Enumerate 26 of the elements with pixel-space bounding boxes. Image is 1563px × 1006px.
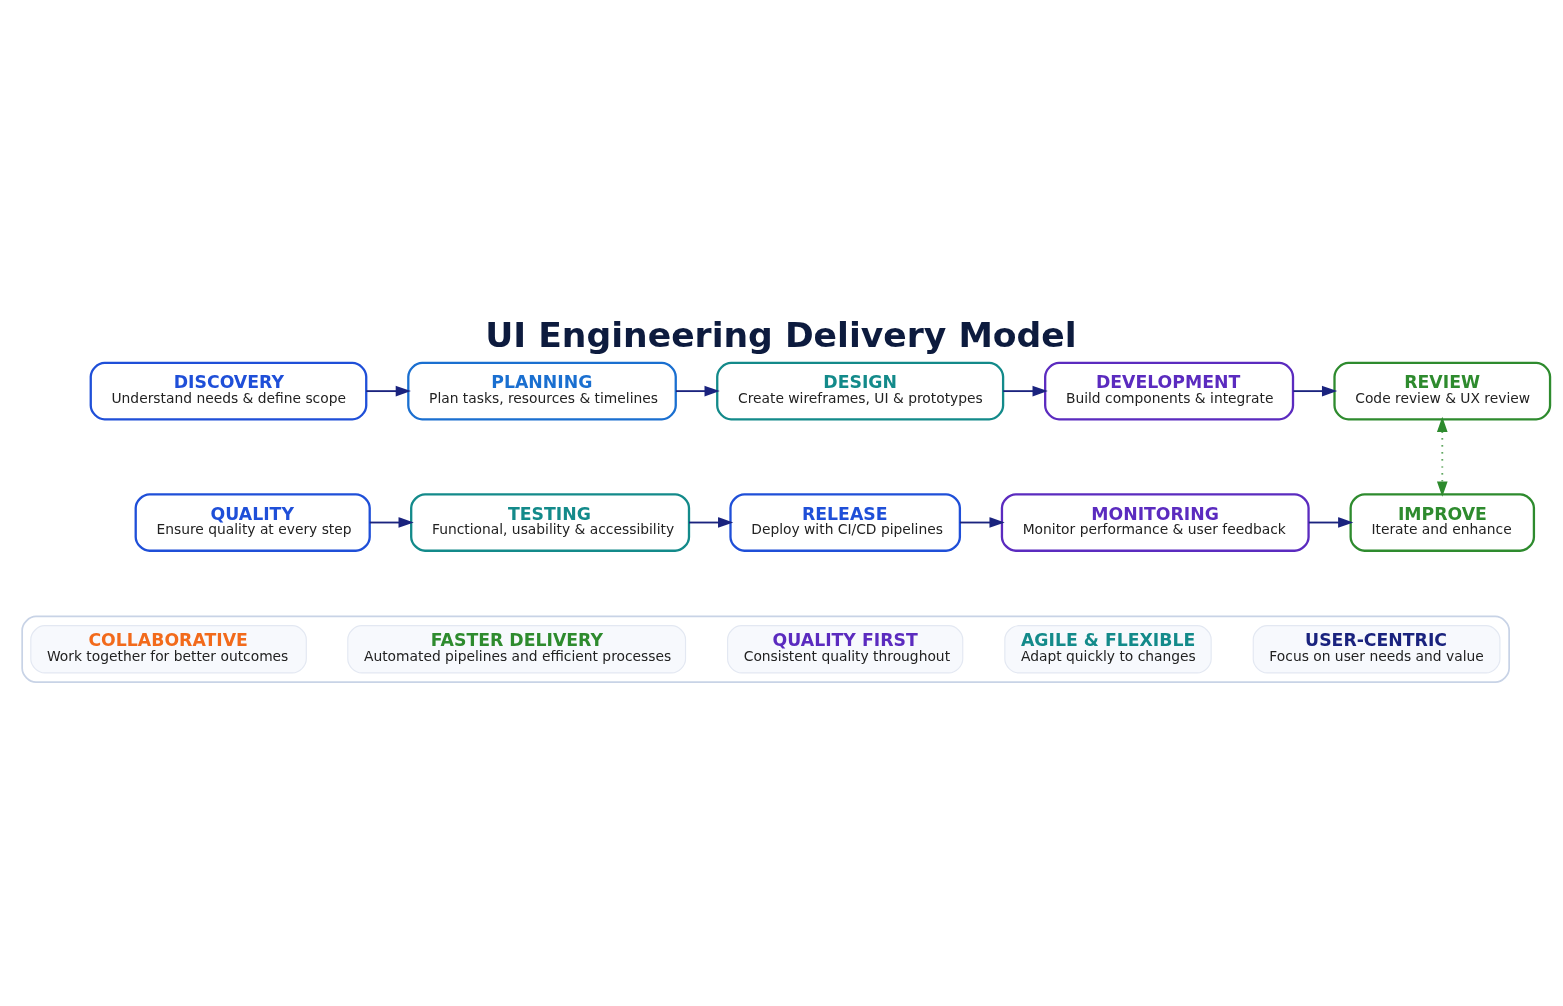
- node-box: FASTER DELIVERY Automated pipelines and efficient processes: [347, 624, 687, 674]
- arrow: [1002, 385, 1048, 396]
- node-box: AGILE & FLEXIBLE Adapt quickly to changes: [1004, 624, 1212, 674]
- node-box: REVIEW Code review & UX review: [1333, 361, 1552, 420]
- node-box: PLANNING Plan tasks, resources & timelines: [407, 361, 677, 420]
- node-box: COLLABORATIVE Work together for better outcomes: [30, 624, 307, 674]
- arrow: [675, 385, 720, 396]
- node-box: QUALITY FIRST Consistent quality throughout: [727, 624, 964, 674]
- node-box: TESTING Functional, usability & accessibility: [410, 492, 691, 552]
- arrow: [1436, 416, 1448, 497]
- arrow: [959, 516, 1005, 528]
- node-box: QUALITY Ensure quality at every step: [134, 492, 371, 552]
- node-box: IMPROVE Iterate and enhance: [1349, 492, 1536, 552]
- node-box: DISCOVERY Understand needs & define scope: [89, 361, 368, 420]
- arrow: [365, 385, 411, 396]
- diagram-title: UI Engineering Delivery Model: [485, 314, 1077, 355]
- cluster: [21, 615, 1510, 683]
- arrow: [1292, 385, 1338, 396]
- node-box: MONITORING Monitor performance & user feedback: [1000, 492, 1310, 552]
- node-box: DESIGN Create wireframes, UI & prototypes: [716, 361, 1005, 420]
- arrow: [688, 516, 734, 528]
- node-box: USER-CENTRIC Focus on user needs and value: [1252, 624, 1501, 674]
- arrow: [368, 516, 414, 528]
- node-box: RELEASE Deploy with CI/CD pipelines: [729, 492, 962, 552]
- node-box: DEVELOPMENT Build components & integrate: [1044, 361, 1295, 420]
- arrow: [1307, 516, 1354, 528]
